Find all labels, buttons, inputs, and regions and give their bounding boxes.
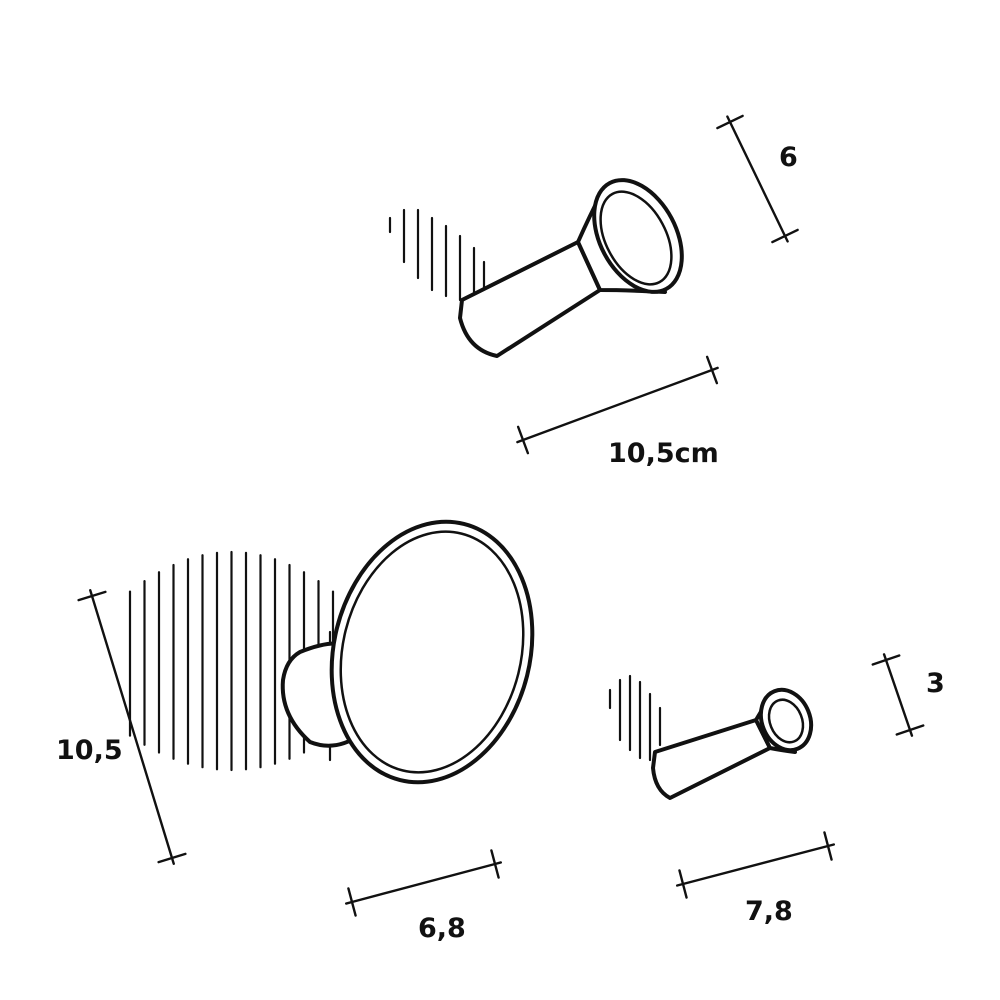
small-hook-length-dimension (681, 844, 830, 886)
large-hook-length-dimension-ext (345, 900, 354, 905)
small-hook-height-label: 3 (926, 668, 945, 699)
large-hook-height-label: 10,5 (56, 735, 123, 766)
top-hook-length-dimension-ext (710, 366, 719, 372)
large-hook-height-dimension (90, 594, 174, 860)
large-hook-height-dimension-ext (170, 856, 175, 865)
large-hook-length-label: 6,8 (418, 913, 466, 944)
small-hook (651, 687, 814, 800)
top-hook-length-dimension-ext (516, 438, 525, 444)
top-hook-length-label: 10,5cm (608, 438, 719, 469)
small-hook-length-dimension-ext (826, 843, 836, 848)
large-hook-length-dimension (350, 862, 497, 904)
large-hook-length-dimension-ext (493, 861, 502, 866)
small-hook-height-dimension (884, 658, 912, 732)
top-hook-length-dimension (521, 368, 714, 442)
small-hook-height-dimension-ext (908, 728, 914, 737)
top-hook-height-dimension-ext (783, 234, 789, 243)
top-hook (458, 178, 684, 358)
top-hook-height-dimension-ext (726, 115, 732, 124)
small-hook-height-dimension-ext (882, 653, 888, 662)
small-hook-length-label: 7,8 (745, 896, 793, 927)
top-hook-height-dimension (728, 120, 787, 238)
large-hook-height-dimension-ext (89, 589, 94, 598)
large-hook (280, 519, 535, 785)
small-hook-length-dimension-ext (675, 882, 685, 887)
top-hook-height-label: 6 (779, 142, 798, 173)
